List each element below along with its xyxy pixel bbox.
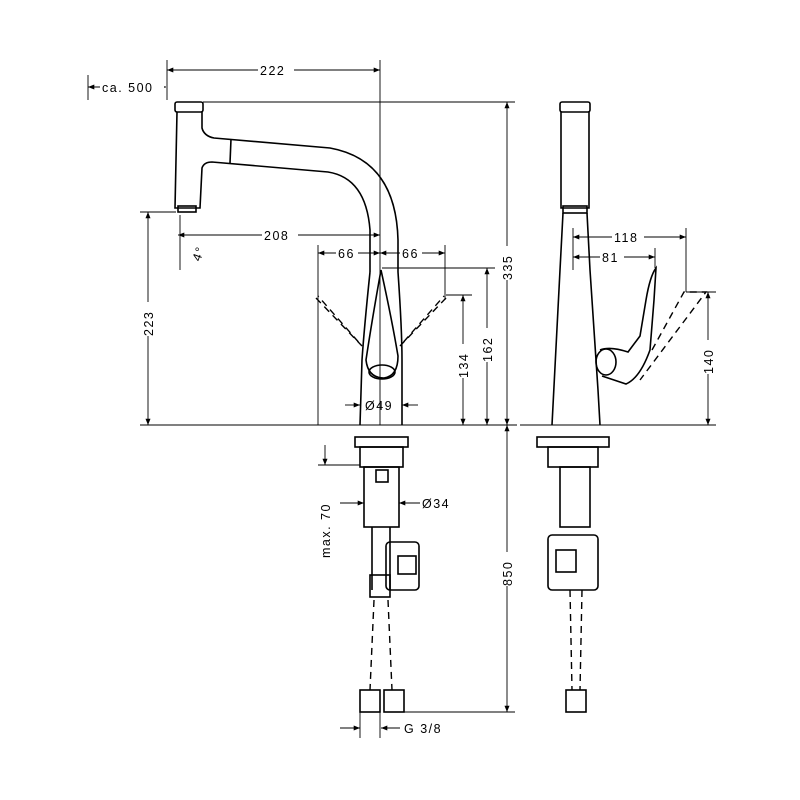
label-spout-height: 223 — [142, 311, 156, 336]
label-swing-left: 66 — [338, 247, 355, 261]
label-side-reach: 118 — [614, 231, 638, 245]
label-spout-angle: 4° — [190, 244, 208, 263]
dimension-labels: 222 ca. 500 208 4° 66 66 335 223 162 134… — [100, 62, 716, 736]
label-side-handle-height: 140 — [702, 349, 716, 374]
label-max-thickness: max. 70 — [319, 503, 333, 558]
label-spout-reach: 222 — [260, 64, 285, 78]
label-body-height: 134 — [457, 353, 471, 378]
label-hole-diameter: Ø34 — [422, 497, 450, 511]
side-view-faucet — [536, 101, 708, 713]
label-hose-length: 850 — [501, 561, 515, 586]
front-view-faucet — [174, 101, 447, 713]
label-thread: G 3/8 — [404, 722, 442, 736]
label-pullout: ca. 500 — [102, 81, 154, 95]
label-handle-height: 162 — [481, 337, 495, 362]
label-base-diameter: Ø49 — [365, 399, 393, 413]
label-spout-reach-inner: 208 — [264, 229, 289, 243]
label-side-reach-inner: 81 — [602, 251, 619, 265]
label-swing-right: 66 — [402, 247, 419, 261]
label-total-height: 335 — [501, 255, 515, 280]
